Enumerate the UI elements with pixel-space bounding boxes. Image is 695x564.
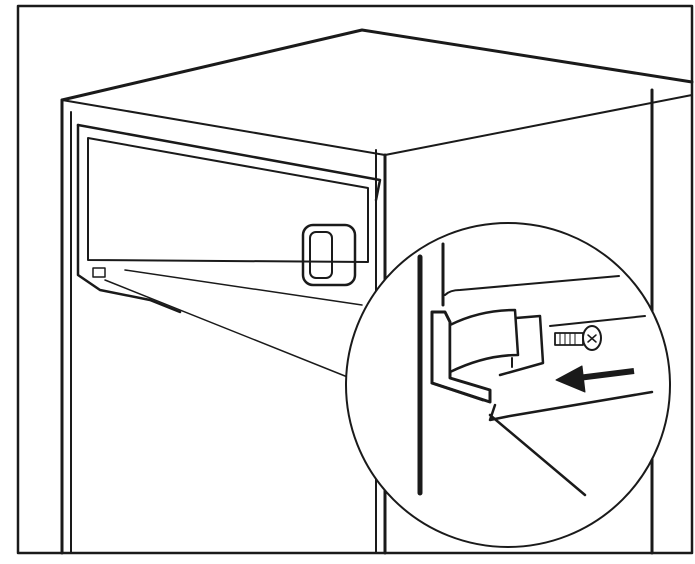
detail-view — [417, 242, 654, 497]
small-indicator — [92, 267, 106, 278]
arrow-left-icon — [555, 365, 635, 393]
detail-circle — [345, 222, 671, 548]
drawer-panel — [76, 123, 382, 314]
screw-icon — [554, 325, 602, 351]
handle-icon — [301, 223, 357, 287]
callout-lines — [104, 269, 363, 379]
bracket-icon — [430, 308, 545, 404]
frame-border — [16, 4, 694, 555]
